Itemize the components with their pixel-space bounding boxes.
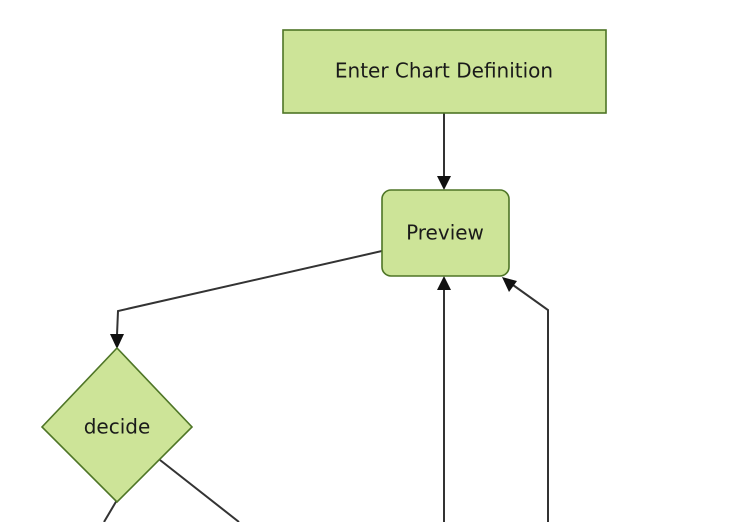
edge-preview-to-decide [110,250,383,349]
edge-preview-to-decide-line [116,250,383,336]
edge-bottom-center-to-preview [437,276,451,522]
edge-decide-bottom-right-line [159,459,240,522]
arrowhead-into-preview-bottom-right [502,277,517,292]
arrowhead-into-decide-top [110,334,124,349]
node-preview-label: Preview [406,221,484,245]
node-decide-shape[interactable] [40,346,194,504]
node-decide-label: decide [84,415,151,439]
node-enter-chart-definition-shape[interactable] [282,29,607,114]
arrowhead-into-preview-top [437,176,451,190]
edge-decide-bottom-left-line [103,499,118,522]
edge-decide-bottom-left [103,499,118,522]
arrowhead-into-preview-bottom [437,276,451,290]
node-enter-chart-definition[interactable]: Enter Chart Definition [282,29,607,114]
node-enter-chart-definition-label: Enter Chart Definition [335,59,553,83]
node-decide[interactable]: decide [40,346,194,504]
edge-bottom-right-to-preview [502,277,549,522]
edge-decide-bottom-right [159,459,240,522]
edge-enter-to-preview [437,113,451,190]
node-preview-shape[interactable] [381,189,510,277]
node-preview[interactable]: Preview [381,189,510,277]
edge-bottom-right-to-preview-line [512,284,549,522]
